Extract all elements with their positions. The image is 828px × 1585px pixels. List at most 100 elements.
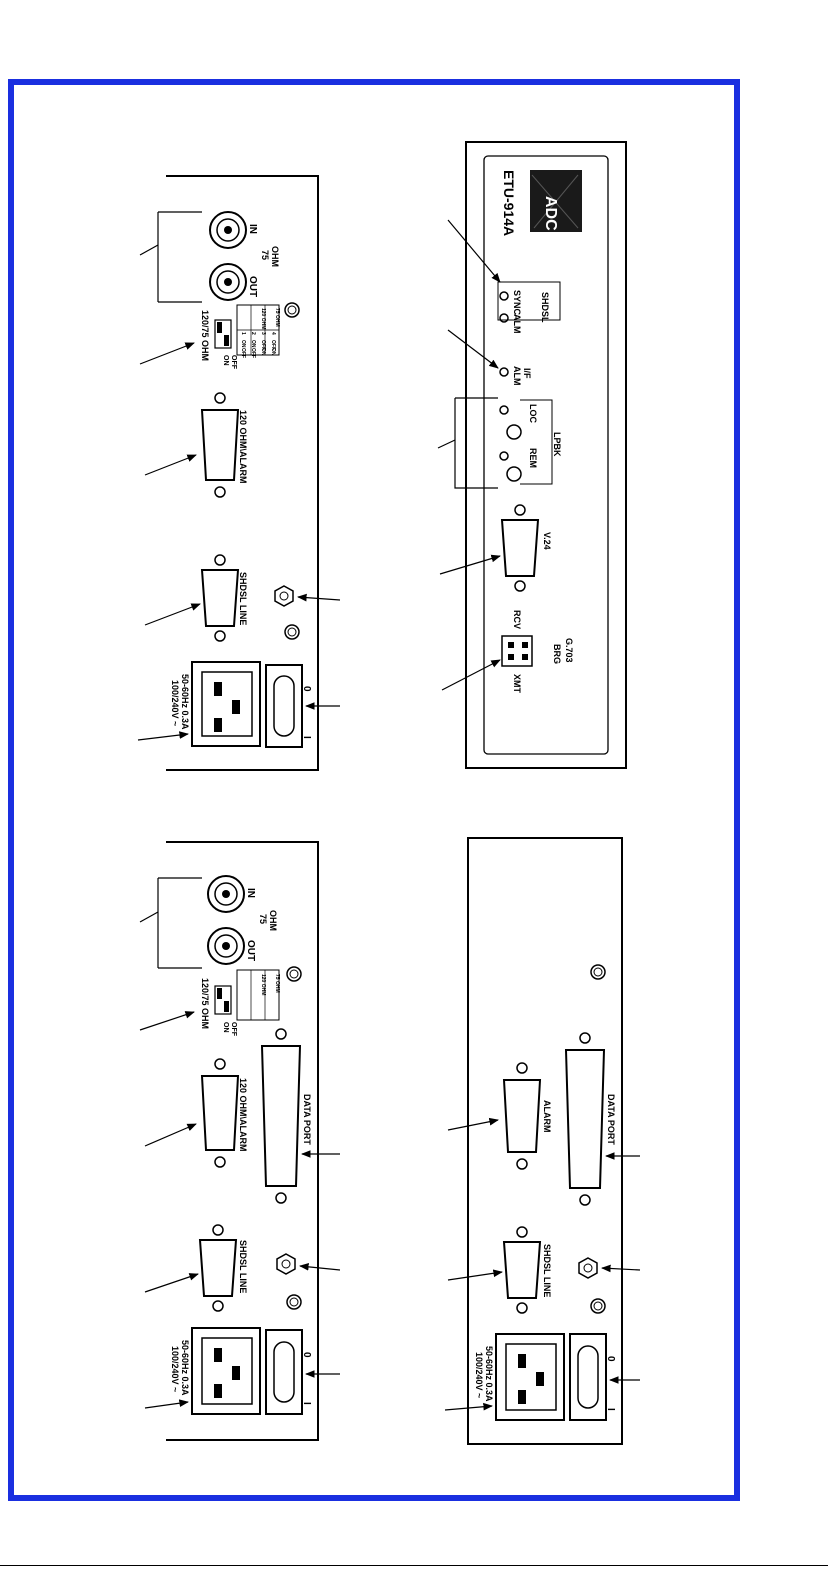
alarm-port-label: 120 OHM\ALARM: [238, 410, 248, 484]
dip-table-cell: ON: [270, 348, 276, 356]
bnc-ohm-label-1: 75: [260, 250, 270, 260]
shdsl-line-label: SHDSL LINE: [238, 1240, 248, 1293]
dip-on-label: ON: [222, 355, 229, 366]
alm-led-label: ALM: [512, 314, 522, 334]
dip-table-cell: 2: [250, 332, 256, 335]
dip-table-cell: ON: [250, 340, 256, 348]
dip-off-label: OFF: [230, 1022, 237, 1037]
shdsl-line-label: SHDSL LINE: [238, 572, 248, 625]
power-switch[interactable]: [265, 1329, 303, 1415]
figure-frame: [8, 79, 740, 1501]
dip-switch[interactable]: [214, 304, 280, 356]
shdsl-line-label: SHDSL LINE: [542, 1244, 552, 1297]
shdsl-group-label: SHDSL: [540, 292, 550, 323]
switch-on-label: I: [605, 1408, 616, 1411]
loc-button[interactable]: [506, 424, 522, 440]
brg-connector: [501, 635, 533, 667]
mounting-screw: [590, 1298, 606, 1314]
brg-rcv-label: RCV: [512, 610, 522, 629]
front-panel: ADC ETU-914A SYNC ALM SHDSL I/F ALM LOC …: [437, 141, 627, 769]
bnc-out-connector: [209, 263, 247, 301]
dip-off-label: OFF: [230, 355, 237, 370]
v24-label: V.24: [542, 532, 552, 550]
bnc-out-label: OUT: [247, 276, 258, 297]
data-port-label: DATA PORT: [302, 1094, 312, 1145]
loc-led: [499, 405, 509, 415]
switch-off-label: 0: [301, 686, 312, 692]
rem-led: [499, 451, 509, 461]
rear-panel-c: ALARM DATA PORT SHDSL LINE 100/240V ~ 50…: [444, 837, 641, 1445]
shdsl-line-connector: [503, 1226, 541, 1314]
dip-col1-label: 120 OHM: [260, 308, 266, 329]
rear-panel-a: IN 75 OHM OUT 120/75 OHM ON OFF 120 OHM …: [137, 175, 341, 771]
bnc-in-label: IN: [247, 224, 258, 234]
lpbk-label: LPBK: [552, 432, 562, 457]
loc-label: LOC: [528, 404, 538, 423]
switch-on-label: I: [301, 736, 312, 739]
bnc-out-connector: [207, 927, 245, 965]
dip-table-cell: OFF: [260, 340, 266, 350]
sync-led-label: SYNC: [512, 290, 522, 316]
alarm-port-connector: [502, 1062, 542, 1170]
brg-xmt-label: XMT: [512, 674, 522, 694]
dip-table-cell: OFF: [270, 340, 276, 350]
mounting-screw: [286, 1294, 302, 1310]
dip-switch-label: 120/75 OHM: [200, 978, 210, 1029]
power-rating-line1: 100/240V ~: [170, 1346, 180, 1392]
power-rating-line2: 50-60Hz 0.3A: [180, 674, 190, 730]
ground-stud: [274, 585, 294, 607]
dip-table-cell: ON: [240, 340, 246, 348]
dip-table-cell: OFF: [240, 348, 246, 358]
bottom-rule: [0, 1565, 828, 1566]
bnc-ohm-label-1: 75: [258, 914, 268, 924]
power-inlet: [495, 1333, 565, 1421]
shdsl-line-connector: [199, 1224, 237, 1312]
ground-stud: [276, 1253, 296, 1275]
data-port-connector: [260, 1028, 302, 1204]
model-label: ETU-914A: [501, 170, 517, 236]
dip-col1-label: 120 OHM: [260, 974, 266, 995]
dip-on-label: ON: [222, 1022, 229, 1033]
switch-off-label: 0: [301, 1352, 312, 1358]
power-switch[interactable]: [265, 664, 303, 748]
dip-table-cell: OFF: [250, 348, 256, 358]
rem-button[interactable]: [506, 466, 522, 482]
power-rating-line2: 50-60Hz 0.3A: [484, 1346, 494, 1402]
dip-col2-label: 75 OHM: [274, 308, 280, 327]
dip-table-cell: ON: [260, 348, 266, 356]
power-inlet: [191, 661, 261, 747]
ground-stud: [578, 1257, 598, 1279]
power-rating-line2: 50-60Hz 0.3A: [180, 1340, 190, 1396]
dip-table-cell: 1: [240, 332, 246, 335]
data-port-label: DATA PORT: [606, 1094, 616, 1145]
bnc-in-connector: [207, 875, 245, 913]
dip-table-cell: 4: [270, 332, 276, 335]
power-rating-line1: 100/240V ~: [474, 1352, 484, 1398]
if-alm-led: [499, 367, 509, 377]
alarm-port-connector: [200, 1058, 240, 1168]
brand-label: ADC: [542, 196, 559, 231]
rem-label: REM: [528, 448, 538, 468]
if-alm-label-1: I/F: [522, 368, 532, 379]
bnc-ohm-label-2: OHM: [270, 246, 280, 267]
switch-on-label: I: [301, 1402, 312, 1405]
v24-connector: [501, 504, 539, 592]
dip-switch-label: 120/75 OHM: [200, 310, 210, 361]
brg-label-1: G.703: [564, 638, 574, 663]
dip-switch[interactable]: [214, 969, 280, 1021]
power-inlet: [191, 1327, 261, 1415]
alarm-port-label: ALARM: [542, 1100, 552, 1133]
switch-off-label: 0: [605, 1356, 616, 1362]
power-rating-line1: 100/240V ~: [170, 680, 180, 726]
alarm-port-connector: [200, 392, 240, 498]
brg-label-2: BRG: [552, 644, 562, 664]
mounting-screw: [284, 624, 300, 640]
alm-led: [499, 313, 509, 323]
if-alm-label-2: ALM: [512, 366, 522, 386]
power-switch[interactable]: [569, 1333, 607, 1421]
rear-panel-b: IN 75 OHM OUT 120/75 OHM ON OFF 120 OHM …: [139, 841, 341, 1441]
data-port-connector: [564, 1032, 606, 1206]
bnc-in-label: IN: [245, 888, 256, 898]
bnc-ohm-label-2: OHM: [268, 910, 278, 931]
